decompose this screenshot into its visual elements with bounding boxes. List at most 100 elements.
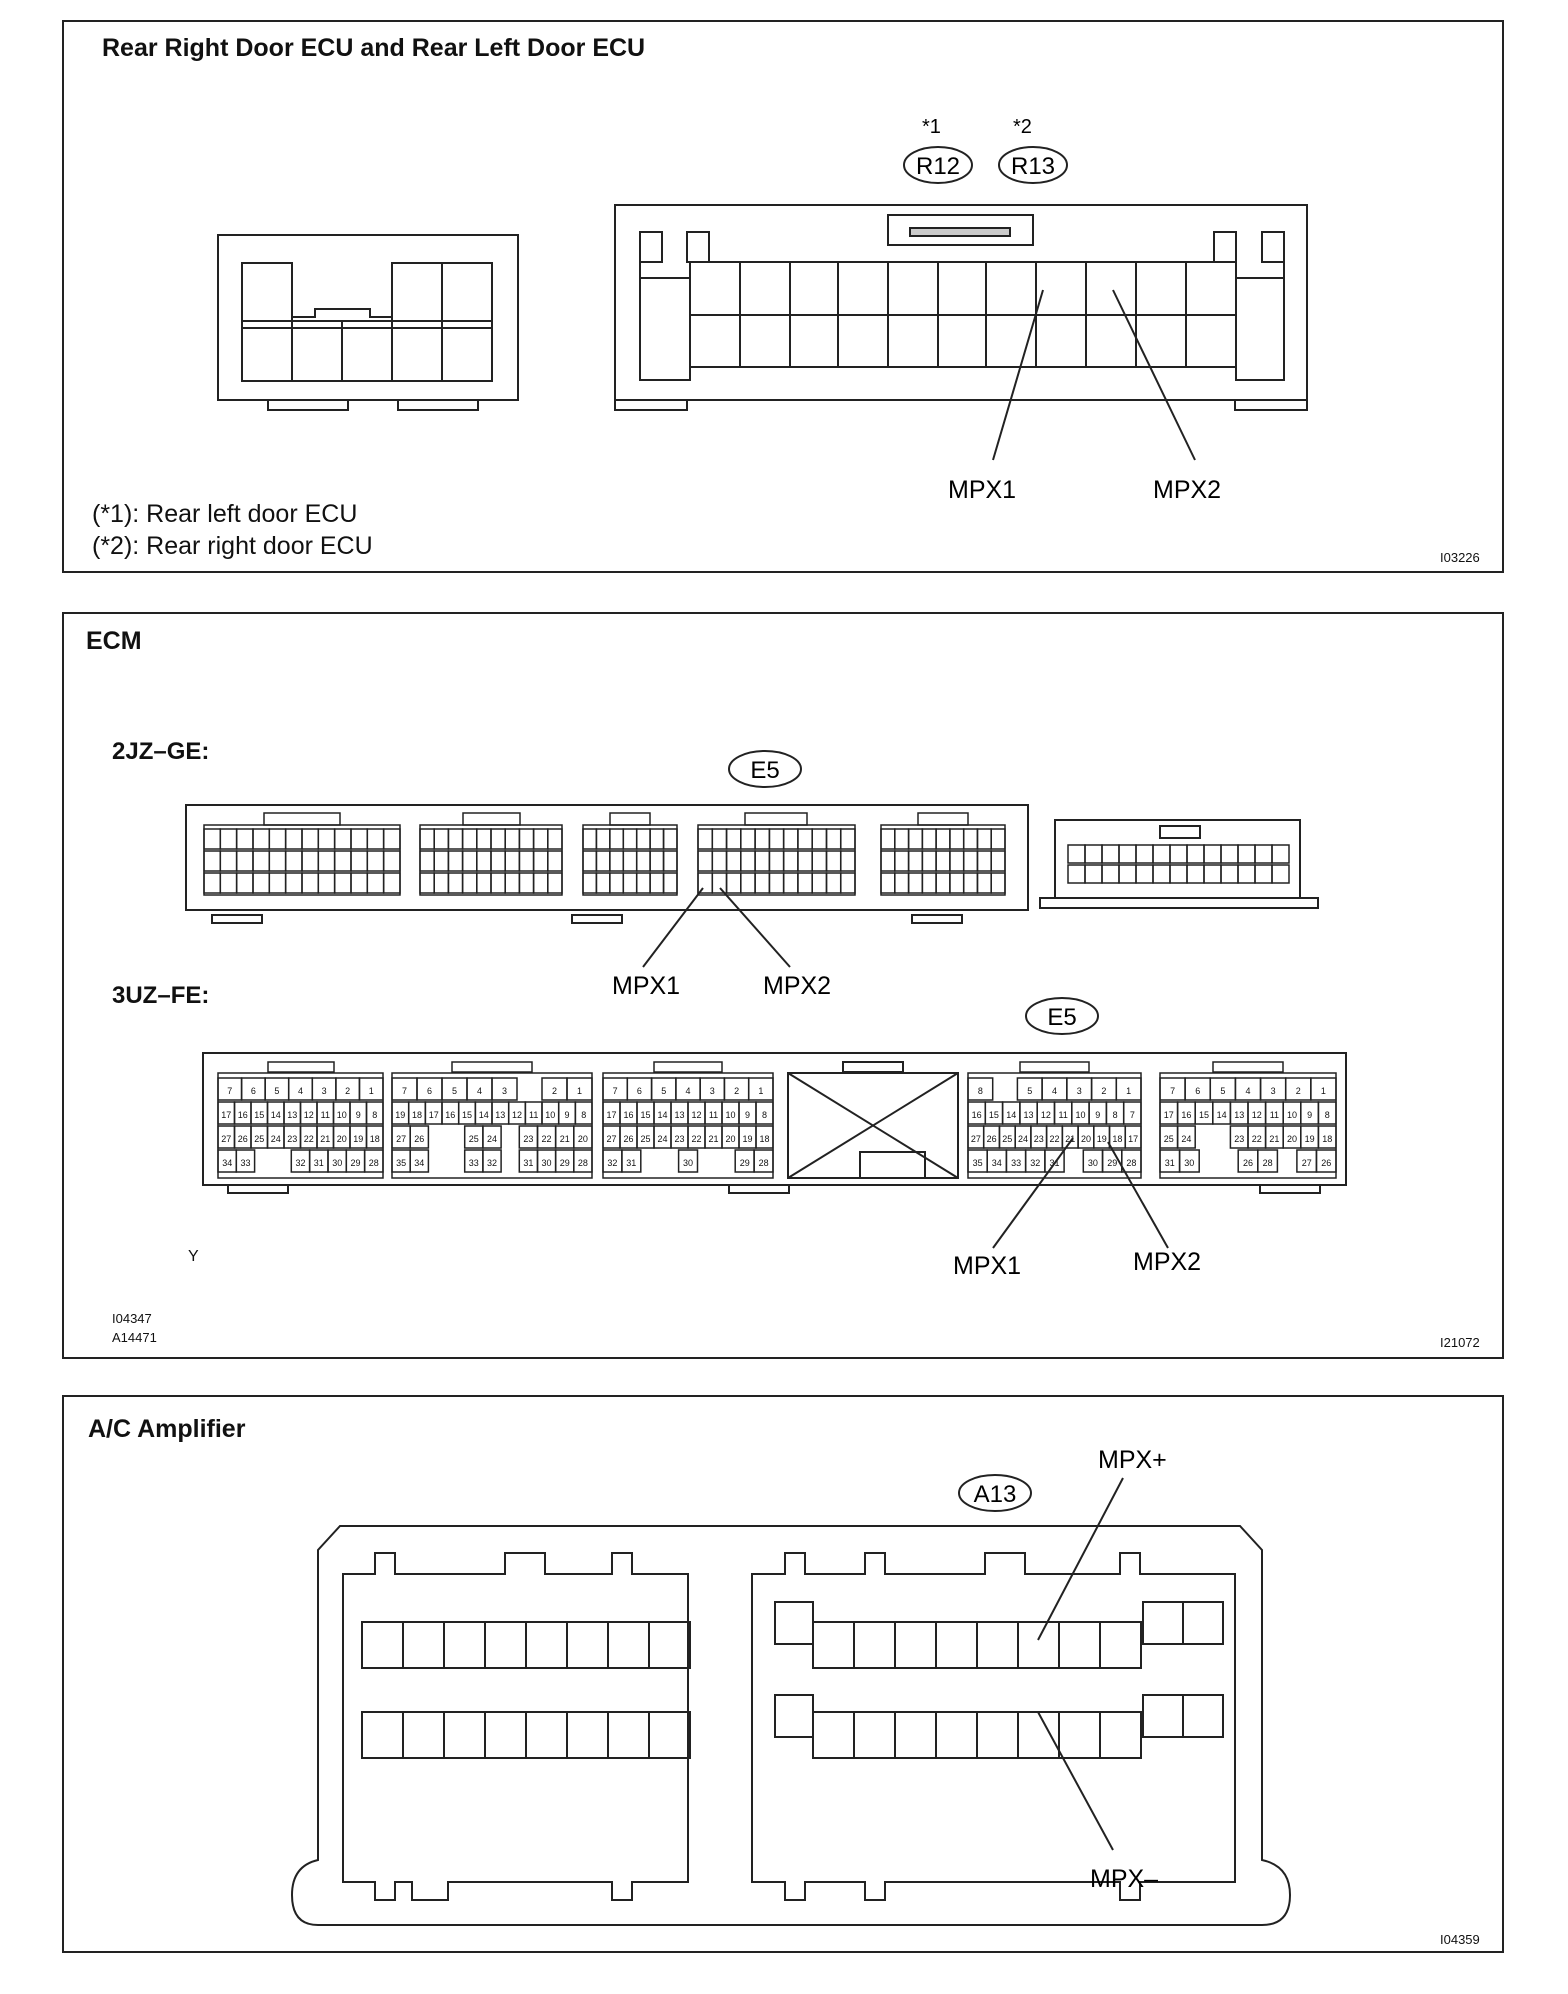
ecm-3uz-pin-number: 13	[1023, 1110, 1033, 1120]
ac-left-pin	[566, 1621, 609, 1669]
ecm-3uz-pin-number: 8	[581, 1110, 586, 1120]
ecm-3uz-pin-number: 11	[321, 1110, 330, 1120]
note-mark-1: *1	[922, 116, 941, 138]
ecm-3uz-mpx1-label: MPX1	[953, 1252, 1021, 1280]
ecm-2jz-pin	[662, 872, 678, 894]
ecm-2jz-pin-group	[880, 812, 1006, 896]
ecm-3uz-pin-number: 7	[613, 1086, 618, 1096]
ecm-3uz-pin-number: 30	[1088, 1158, 1098, 1168]
ecm-3uz-pin-number: 29	[350, 1158, 360, 1168]
ecm-3uz-pin-number: 6	[637, 1086, 642, 1096]
ac-left-pin	[566, 1711, 609, 1759]
ecm-3uz-pin-number: 14	[479, 1110, 489, 1120]
ecm-3uz-pin-number: 35	[973, 1158, 983, 1168]
ecm-3uz-pin-number: 31	[1165, 1158, 1175, 1168]
ecm-3uz-pin-number: 18	[1322, 1134, 1332, 1144]
ecm-3uz-pin	[755, 1101, 774, 1125]
ecm-3uz-pin-number: 9	[564, 1110, 569, 1120]
door-mpx1-label: MPX1	[948, 476, 1016, 504]
ac-left-pin	[648, 1621, 691, 1669]
ecm-3uz-pin-number: 9	[1307, 1110, 1312, 1120]
ecm-3uz-pin-number: 24	[487, 1134, 497, 1144]
ecm-3uz-pin-number: 27	[606, 1134, 616, 1144]
ecm-3uz-pin-number: 5	[661, 1086, 666, 1096]
ecm-3uz-pin	[1257, 1149, 1279, 1173]
ecm-2jz-mpx2-label: MPX2	[763, 972, 831, 1000]
ac-figure-code: I04359	[1440, 1932, 1480, 1947]
ecm-3uz-latch	[267, 1061, 335, 1073]
ecm-3uz-pin-number: 25	[1164, 1134, 1174, 1144]
door-figure-code: I03226	[1440, 550, 1480, 565]
ecm-3uz-pin-number: 16	[623, 1110, 633, 1120]
ecm-2jz-pin	[662, 828, 678, 850]
ecm-3uz-pin-number: 15	[640, 1110, 650, 1120]
ac-right-pin	[1099, 1711, 1142, 1759]
ecm-3uz-pin-number: 27	[396, 1134, 406, 1144]
ecm-2jz-pin	[547, 850, 563, 872]
ecm-3uz-pin-number: 30	[1184, 1158, 1194, 1168]
ac-left-pin	[484, 1621, 527, 1669]
ac-mpx-plus-label: MPX+	[1098, 1446, 1167, 1474]
ecm-3uz-pin-number: 1	[758, 1086, 763, 1096]
ecm-3uz-pin-number: 30	[541, 1158, 551, 1168]
door-large-connector	[614, 204, 1308, 461]
ecm-3uz-pin-number: 9	[745, 1110, 750, 1120]
ecm-2jz-pin	[547, 872, 563, 894]
ecm-3uz-pin-number: 18	[412, 1110, 422, 1120]
ecm-3uz-pin-number: 8	[1113, 1110, 1118, 1120]
ac-leaders	[1037, 1477, 1124, 1851]
ecm-3uz-pin	[365, 1125, 384, 1149]
ecm-3uz-pin-number: 10	[1075, 1110, 1085, 1120]
ecm-3uz-pin-number: 1	[577, 1086, 582, 1096]
ecm-3uz-leaders	[992, 1137, 1169, 1249]
ecm-3uz-pin	[967, 1077, 994, 1101]
ecm-3uz-pin-number: 12	[1041, 1110, 1051, 1120]
ecm-2jz-pin	[990, 872, 1006, 894]
ecm-3uz-pin	[358, 1077, 384, 1101]
ecm-3uz-pin	[1310, 1077, 1337, 1101]
ecm-3uz-pin-number: 15	[1199, 1110, 1209, 1120]
ac-title: A/C Amplifier	[88, 1415, 246, 1443]
ac-connector-label: A13	[974, 1481, 1017, 1508]
ecm-3uz-pin-number: 32	[1030, 1158, 1040, 1168]
ecm-3uz-pin-number: 34	[222, 1158, 232, 1168]
ecm-3uz-pin	[1178, 1149, 1200, 1173]
ecm-3uz-pin-number: 3	[322, 1086, 327, 1096]
ecm-3uz-pin	[1044, 1149, 1065, 1173]
ecm-3uz-pin-number: 3	[502, 1086, 507, 1096]
ecm-3uz-pin-number: 23	[1234, 1134, 1244, 1144]
ecm-3uz-pin-number: 29	[560, 1158, 570, 1168]
ac-right-pin	[853, 1621, 896, 1669]
ecm-3uz-pin-number: 20	[1287, 1134, 1297, 1144]
engine-2jz-label: 2JZ–GE:	[112, 738, 210, 765]
ecm-2jz-pin	[839, 828, 856, 850]
ecm-3uz-pin-number: 21	[708, 1134, 718, 1144]
ecm-2jz-pin	[839, 850, 856, 872]
ecm-3uz-pin-number: 32	[295, 1158, 305, 1168]
ecm-3uz-pin-number: 2	[1101, 1086, 1106, 1096]
ecm-3uz-pin-number: 19	[742, 1134, 752, 1144]
ecm-3uz-pin-number: 12	[691, 1110, 701, 1120]
ecm-3uz-pin-number: 20	[337, 1134, 347, 1144]
ecm-3uz-pin-number: 5	[274, 1086, 279, 1096]
ecm-3uz-pin-number: 13	[495, 1110, 505, 1120]
connector-r12-label: R12	[916, 153, 960, 180]
ac-left-pin	[402, 1711, 445, 1759]
ecm-3uz-pin-number: 28	[1263, 1158, 1273, 1168]
ecm-2jz-pin	[662, 850, 678, 872]
ecm-3uz-pin-number: 17	[1128, 1134, 1138, 1144]
ecm-3uz-pin-number: 24	[1181, 1134, 1191, 1144]
ecm-3uz-pin-number: 4	[1245, 1086, 1250, 1096]
ecm-3uz-pin-number: 26	[987, 1134, 997, 1144]
ecm-3uz-pin-number: 16	[238, 1110, 248, 1120]
ecm-3uz-pin-number: 27	[971, 1134, 981, 1144]
ecm-3uz-pin-number: 15	[462, 1110, 472, 1120]
ac-right-pin	[976, 1711, 1019, 1759]
ecm-3uz-pin-number: 35	[396, 1158, 406, 1168]
ecm-2jz-small-pin	[1271, 844, 1290, 864]
ecm-panel	[62, 612, 1504, 1359]
ecm-3uz-latch	[1019, 1061, 1090, 1073]
